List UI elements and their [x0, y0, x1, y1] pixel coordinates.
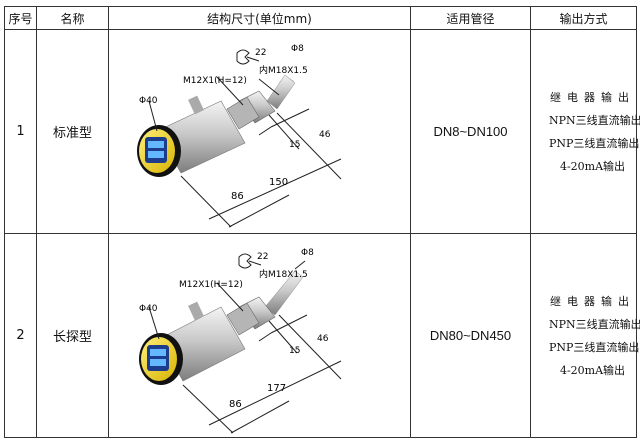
- header-pipe-size: 适用管径: [410, 6, 531, 30]
- output-option: 继电器输出: [550, 90, 635, 104]
- label-dim-86: 86: [229, 399, 242, 410]
- label-dim-46: 46: [317, 334, 329, 344]
- sensor-display: [139, 332, 183, 385]
- wrench-icon: [236, 49, 260, 64]
- sensor-hex-fitting: [226, 296, 276, 335]
- dimension-lines: [148, 76, 342, 227]
- label-dim-total: 150: [269, 177, 288, 188]
- row-pipe-size: DN8~DN100: [410, 29, 531, 234]
- label-wrench-size: 22: [257, 252, 268, 262]
- label-dim-15: 15: [289, 140, 300, 150]
- label-probe-diameter: Φ8: [301, 248, 314, 258]
- label-wrench-size: 22: [255, 48, 266, 58]
- output-option: PNP三线直流输出: [549, 136, 640, 150]
- label-thread: M12X1(H=12): [179, 280, 243, 290]
- label-thread: M12X1(H=12): [183, 76, 247, 86]
- output-option: NPN三线直流输出: [549, 317, 640, 331]
- spec-table: 序号 名称 结构尺寸(单位mm) 适用管径 输出方式 1 标准型: [4, 6, 640, 438]
- label-body-diameter: Φ40: [139, 304, 158, 314]
- row-output-list: 继电器输出 NPN三线直流输出 PNP三线直流输出 4-20mA输出: [530, 233, 640, 438]
- label-inner-thread: 内M18X1.5: [259, 268, 308, 280]
- label-dim-15: 15: [289, 346, 300, 356]
- output-option: 继电器输出: [550, 294, 635, 308]
- row-index: 1: [4, 29, 37, 234]
- dimension-drawing-cell: 22 内M18X1.5 Φ8 M12X1(H=12) Φ40 15 46 86 …: [108, 233, 411, 438]
- sensor-dimension-drawing: 22 内M18X1.5 Φ8 M12X1(H=12) Φ40 15 46 86 …: [137, 44, 342, 227]
- label-dim-86: 86: [231, 191, 244, 202]
- label-probe-diameter: Φ8: [291, 44, 304, 54]
- dimension-drawing-cell: 22 内M18X1.5 Φ8 M12X1(H=12) Φ40 15 46 86 …: [108, 29, 411, 234]
- header-index: 序号: [4, 6, 37, 30]
- label-inner-thread: 内M18X1.5: [259, 64, 308, 76]
- table-row: 1 标准型: [4, 29, 640, 234]
- row-output-list: 继电器输出 NPN三线直流输出 PNP三线直流输出 4-20mA输出: [530, 29, 640, 234]
- output-option: 4-20mA输出: [559, 159, 626, 173]
- output-option: PNP三线直流输出: [549, 340, 640, 354]
- row-model-name: 长探型: [36, 233, 109, 438]
- sensor-dimension-drawing: 22 内M18X1.5 Φ8 M12X1(H=12) Φ40 15 46 86 …: [139, 248, 342, 433]
- header-dimensions: 结构尺寸(单位mm): [108, 6, 411, 30]
- table-header-row: 序号 名称 结构尺寸(单位mm) 适用管径 输出方式: [4, 6, 637, 30]
- sensor-probe: [266, 74, 296, 109]
- header-output: 输出方式: [530, 6, 637, 30]
- row-model-name: 标准型: [36, 29, 109, 234]
- wrench-icon: [238, 253, 262, 268]
- output-option: NPN三线直流输出: [549, 113, 640, 127]
- dimension-lines: [148, 260, 342, 433]
- label-dim-total: 177: [267, 383, 286, 394]
- output-option: 4-20mA输出: [559, 363, 626, 377]
- sensor-display: [137, 124, 181, 177]
- label-dim-46: 46: [319, 130, 331, 140]
- table-row: 2 长探型: [4, 233, 640, 438]
- header-name: 名称: [36, 6, 109, 30]
- row-index: 2: [4, 233, 37, 438]
- label-body-diameter: Φ40: [139, 96, 158, 106]
- sensor-hex-fitting: [226, 90, 276, 129]
- sensor-probe: [264, 270, 304, 315]
- row-pipe-size: DN80~DN450: [410, 233, 531, 438]
